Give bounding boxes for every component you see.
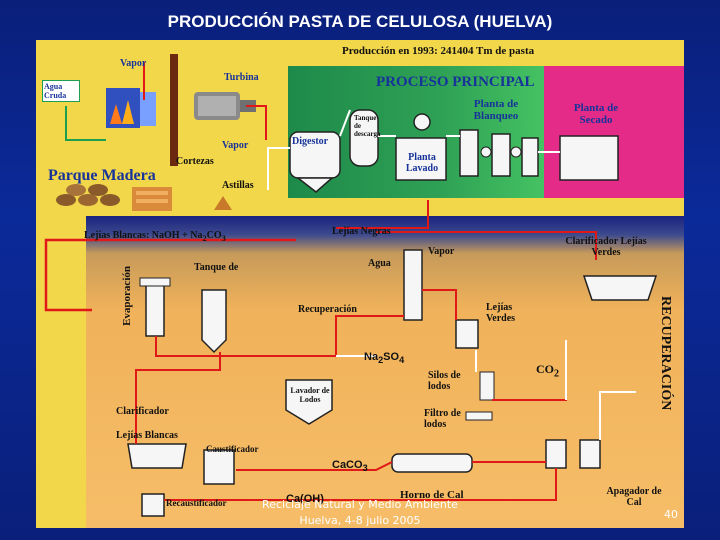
recovery-boiler	[403, 249, 423, 321]
label-caoh: Ca(OH)	[286, 493, 324, 505]
green-clarifier	[582, 275, 658, 301]
label-agua: Agua	[368, 258, 391, 269]
process-diagram: Producción en 1993: 241404 Tm de pasta V…	[36, 40, 684, 528]
label-evaporacion: Evaporación	[121, 266, 133, 326]
causticizer	[203, 449, 235, 485]
label-agua-cruda: Agua Cruda	[42, 80, 80, 102]
clarifier	[127, 443, 187, 469]
label-digestor: Digestor	[292, 136, 329, 147]
label-tanque-descarga: Tanque de descarga	[354, 114, 381, 138]
discharge-tank	[349, 109, 379, 167]
label-lejias-blancas-top: Lejías Blancas: NaOH + Na2CO3	[84, 230, 226, 243]
label-turbina: Turbina	[224, 72, 259, 83]
label-parque-madera: Parque Madera	[48, 167, 156, 184]
label-planta-lavado: Planta Lavado	[405, 152, 439, 174]
mud-washer	[285, 379, 333, 425]
recovery-section	[86, 216, 684, 528]
label-lavador-lodos: Lavador de Lodos	[290, 386, 330, 404]
turbine	[194, 92, 256, 120]
label-clarificador: Clarificador	[116, 406, 169, 417]
washing-plant	[395, 137, 447, 181]
label-apagador-cal: Apagador de Cal	[606, 486, 662, 508]
mud-filter	[465, 411, 493, 421]
footer-line-2: Huelva, 4-8 julio 2005	[299, 514, 421, 527]
mud-silo	[479, 371, 495, 401]
label-clarificador-verdes: Clarificador Lejías Verdes	[565, 236, 647, 258]
label-astillas: Astillas	[222, 180, 254, 191]
drying-machine	[559, 135, 619, 181]
digestor	[289, 131, 341, 193]
label-lejias-negras: Lejías Negras	[332, 226, 391, 237]
slide-footer: Reciclaje Natural y Medio Ambiente Huelv…	[230, 497, 490, 529]
label-recuperacion: Recuperación	[298, 304, 357, 315]
lime-kiln	[391, 453, 473, 473]
label-planta-secado: Planta de Secado	[573, 102, 619, 126]
label-vapor-mid: Vapor	[222, 140, 249, 151]
label-silos-lodos: Silos de lodos	[428, 370, 461, 392]
label-caco3: CaCO3	[332, 459, 368, 474]
label-vapor-rec: Vapor	[428, 246, 455, 257]
label-lejias-blancas: Lejías Blancas	[116, 430, 178, 441]
label-recuperacion-vertical: RECUPERACIÓN	[658, 296, 673, 411]
evaporator	[145, 283, 165, 337]
label-cortezas: Cortezas	[176, 156, 214, 167]
process-flow-lines	[44, 54, 658, 517]
footer-line-1: Reciclaje Natural y Medio Ambiente	[262, 498, 458, 511]
label-tanque-de: Tanque de	[194, 262, 239, 273]
log-pile	[56, 184, 232, 211]
page-number: 40	[664, 508, 678, 521]
label-vapor-top: Vapor	[120, 58, 147, 69]
slide-title: PRODUCCIÓN PASTA DE CELULOSA (HUELVA)	[167, 12, 553, 31]
label-filtro-lodos: Filtro de lodos	[424, 408, 461, 430]
label-lejias-verdes: Lejías Verdes	[486, 302, 516, 324]
label-caustificador: Caustificador	[206, 444, 259, 454]
label-co2: CO2	[536, 362, 559, 380]
label-horno-cal: Horno de Cal	[400, 489, 464, 501]
label-recaustificador: Recaustificador	[166, 498, 227, 508]
green-liquor-tank	[455, 319, 479, 349]
label-proceso-principal: PROCESO PRINCIPAL	[376, 74, 535, 90]
storage-tank	[201, 289, 227, 354]
boiler	[106, 88, 156, 128]
label-na2so4: Na2SO4	[364, 351, 405, 366]
slaker	[545, 439, 567, 469]
production-note: Producción en 1993: 241404 Tm de pasta	[342, 45, 535, 57]
chimney	[170, 54, 178, 166]
recausticizer	[141, 493, 165, 517]
bleach-tower	[459, 129, 479, 177]
label-planta-blanqueo: Planta de Blanqueo	[473, 98, 519, 122]
